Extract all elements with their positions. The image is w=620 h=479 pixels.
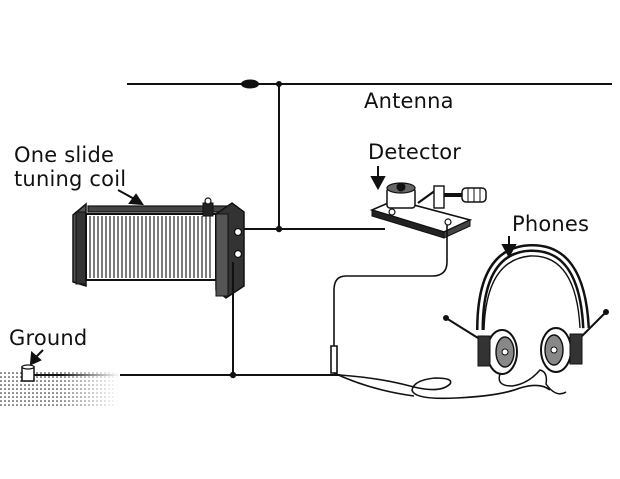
detector xyxy=(369,182,487,239)
antenna-wire xyxy=(127,79,612,229)
antenna-label: Antenna xyxy=(364,89,454,113)
phones-label-arrow xyxy=(501,236,517,259)
ground-label: Ground xyxy=(9,326,88,350)
detector-label: Detector xyxy=(368,140,462,164)
headphones xyxy=(443,243,609,395)
lead-in-wire xyxy=(242,225,385,233)
phone-cord xyxy=(330,225,551,400)
detector-label-arrow xyxy=(370,166,386,191)
ground-patch xyxy=(0,364,120,410)
tuning-coil xyxy=(72,197,245,299)
phones-label: Phones xyxy=(512,212,590,236)
tuning-coil-label: One slide tuning coil xyxy=(14,143,127,191)
coil-label-arrow xyxy=(117,189,144,206)
ground-label-arrow xyxy=(29,349,44,366)
